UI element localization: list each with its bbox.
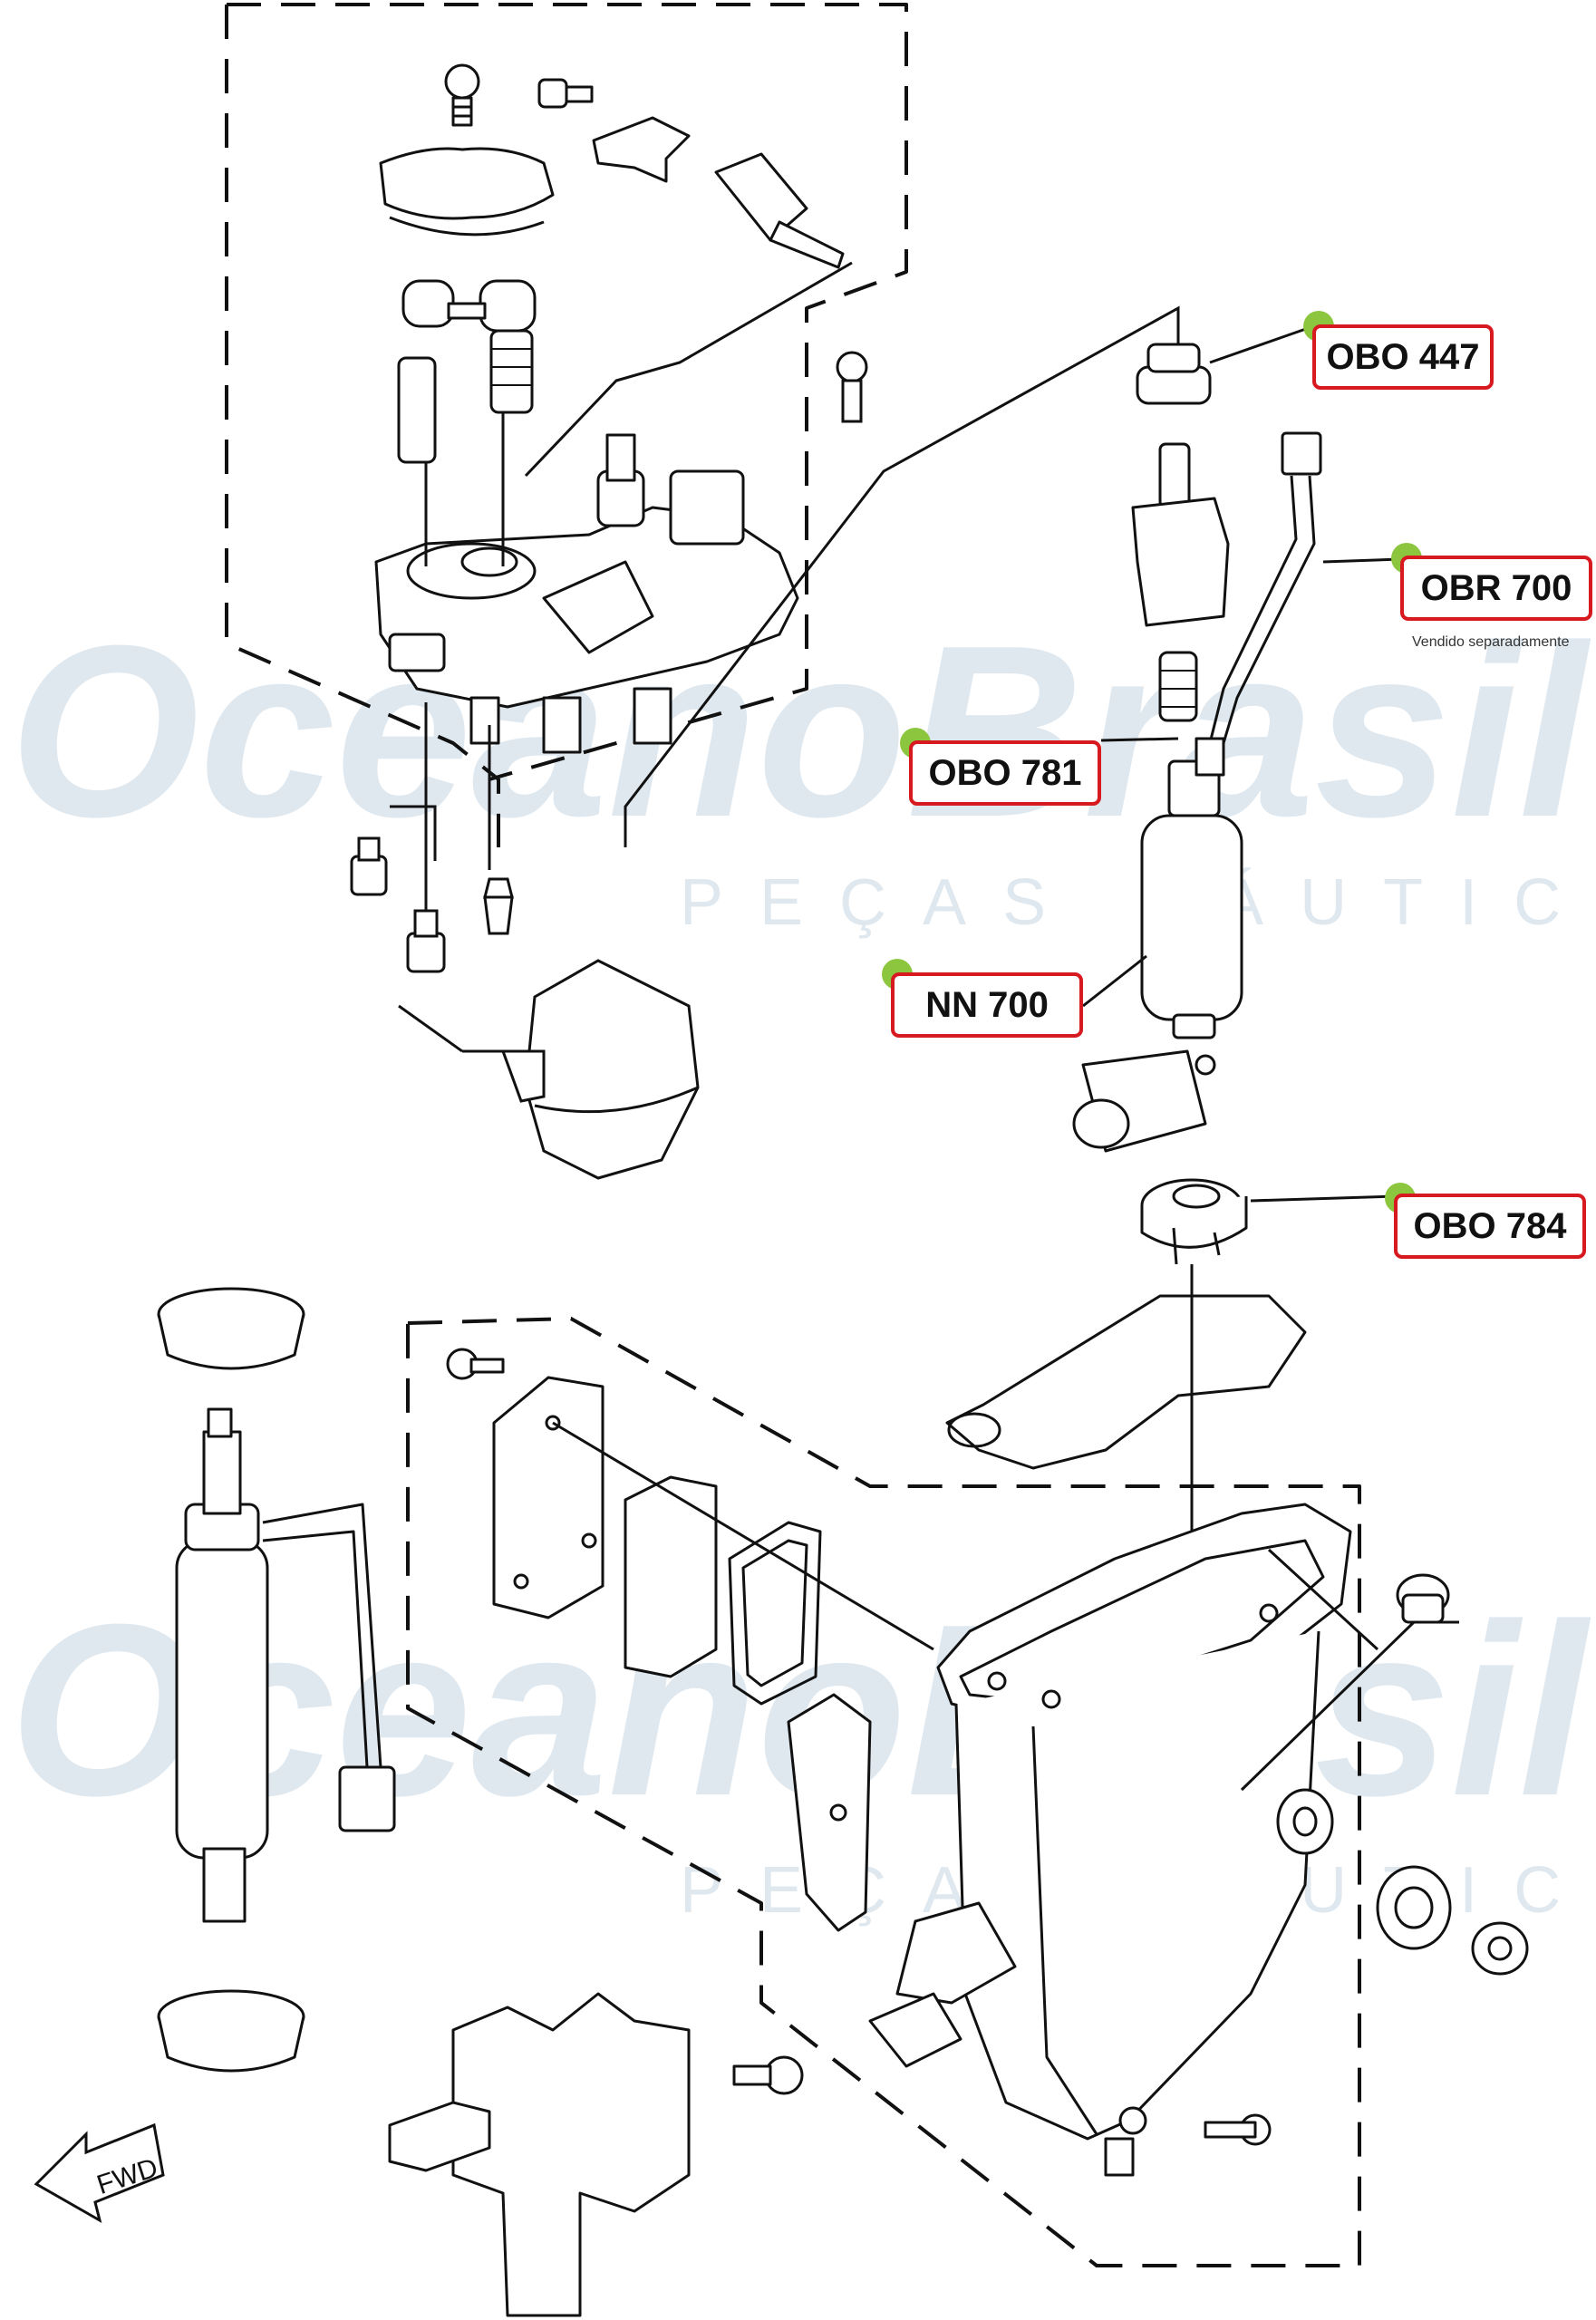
lower-bracket-icon [388,1992,691,2317]
label-obr700-note: Vendido separadamente [1412,634,1570,650]
float-chamber-gasket-icon [945,1294,1307,1470]
fuel-filter-icon [489,329,534,414]
bracket-icon [592,116,691,183]
mount-bracket-icon [787,1693,872,1932]
label-obo447: OBO 447 [1312,324,1494,390]
float-chamber-body-icon [868,1503,1352,2177]
upper-fasteners [350,351,868,973]
connector-tube-icon [397,356,437,464]
leader-lines-upper [390,261,1180,915]
cover-plate-icon [492,1376,605,1619]
pump-strainer-icon [1072,1049,1216,1153]
screw-lower-right-icon [1204,2113,1272,2146]
ring-lower-icon [157,1989,305,2073]
pump-holder-icon [1140,1178,1248,1265]
small-screw-lower-icon [446,1348,505,1380]
label-obr700: OBR 700 [1400,556,1592,621]
upper-dashed-boundary [225,3,908,847]
gasket-plate-icon [624,1475,718,1678]
watermark-tagline-top: PEÇAS NÁUTICAS [680,866,1596,939]
wiring-harness-icon [1208,431,1322,744]
callout-leaders [1082,323,1401,1203]
pump-column [945,343,1322,1590]
electric-pump-side-icon [175,1407,396,1923]
watermark-brand-top: OceanoBrasil [9,595,1591,868]
bolt-icon [537,78,594,109]
o-ring-gasket-icon [728,1521,822,1706]
label-nn700: NN 700 [891,972,1083,1038]
seal-top-icon [1136,343,1212,405]
filter-cap-icon [379,147,555,237]
lower-dashed-boundary [406,1317,1361,2267]
screw-c-icon [836,351,868,423]
grommet-icon [1376,1865,1452,1950]
collar-ring-icon [1276,1788,1334,1855]
check-valve-icon [483,877,514,935]
label-obo784: OBO 784 [1394,1194,1586,1259]
upper-assembly [225,3,908,847]
pump-damper-icon [1158,651,1198,722]
flange-bolt-icon [732,2055,804,2095]
top-screw-icon [444,63,480,127]
fuel-pump-icon [1140,737,1243,1039]
pressure-regulator-icon [1131,442,1230,627]
label-obo781: OBO 781 [909,740,1101,806]
fwd-arrow-icon: FWD [34,2122,165,2224]
screw-b-icon [406,909,446,973]
ring-upper-icon [157,1287,305,1370]
grommet-top-icon [1396,1573,1450,1624]
vapor-separator-head-icon [374,433,799,754]
sensor-icon [714,152,845,269]
screw-a-icon [350,836,388,896]
clamp-icon [401,279,537,333]
lower-assembly [157,1287,1529,2317]
cover-assembly-icon [398,959,700,1180]
collar-icon [1471,1921,1529,1976]
